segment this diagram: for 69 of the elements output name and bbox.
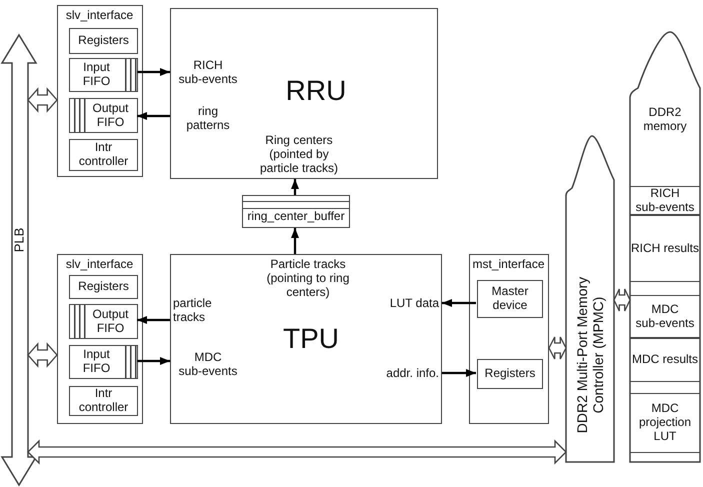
controller-block [69,386,138,416]
unit-title: TPU [282,323,340,356]
memory-controller-shape [566,134,614,462]
node-label: RICH results [630,242,700,256]
arrow [291,179,299,195]
panel-title: slv_interface [64,9,134,23]
memory-region [630,215,700,282]
arrow [442,369,476,377]
arrow [442,299,476,307]
node-label: MDC projection LUT [638,402,692,444]
node-label: Output FIFO [91,102,130,130]
node-label: MDC results [632,353,698,367]
master-block [477,280,543,318]
node-label: Output FIFO [91,308,130,336]
bus-arrow [27,439,567,465]
bus-arrow [613,288,631,312]
register-block [69,275,138,299]
controller-block [69,139,138,171]
node-label: Intr controller [78,141,130,169]
node-label: DDR2 Multi-Port Memory Controller (MPMC) [574,276,606,436]
node-label: addr. info. [385,367,439,381]
system-bus-arrow [2,35,36,485]
memory-region [630,338,700,382]
fifo-block [69,345,138,379]
node-label: Input FIFO [82,348,112,376]
processing-unit-box [170,8,438,179]
bus-arrow [548,336,567,360]
arrow [291,228,299,254]
node-label: RICH sub-events [178,59,238,87]
panel-title: mst_interface [471,258,546,272]
memory-region [630,393,700,453]
fifo-block [69,304,138,339]
arrow [137,68,170,76]
memory-region [630,186,700,215]
node-label: RICH sub-events [634,186,696,214]
node-label: Input FIFO [82,61,112,89]
node-label: ring_center_buffer [247,210,345,224]
node-label: Registers [484,367,536,381]
fifo-block [69,58,138,92]
processing-unit-box [170,254,442,424]
node-label: PLB [12,226,28,254]
memory-shape [630,30,700,462]
node-label: LUT data [388,297,439,311]
interface-panel [57,5,143,177]
interface-panel [57,254,143,424]
node-label: Intr controller [78,387,130,415]
arrow [137,316,170,324]
bus-arrow [27,87,58,113]
register-block [477,359,543,389]
node-label: Registers [78,280,129,294]
unit-title: RRU [284,75,348,108]
node-label: Ring centers (pointed by particle tracks) [258,134,340,176]
node-label: Particle tracks (pointing to ring centers) [266,258,350,300]
panel-title: slv_interface [64,258,134,272]
node-label: Master device [490,285,530,313]
node-label: MDC sub-events [634,302,696,330]
node-label: ring patterns [185,105,231,133]
memory-region [630,295,700,338]
buffer-block [242,195,350,228]
node-label: Registers [78,34,129,48]
fifo-block [69,98,138,133]
node-label: DDR2 memory [642,106,688,134]
arrow [137,357,170,365]
node-label: MDC sub-events [178,351,238,379]
interface-panel [469,254,549,424]
bus-arrow [27,342,58,368]
node-label: particle tracks [173,297,213,325]
arrow [137,112,170,120]
register-block [69,28,138,54]
